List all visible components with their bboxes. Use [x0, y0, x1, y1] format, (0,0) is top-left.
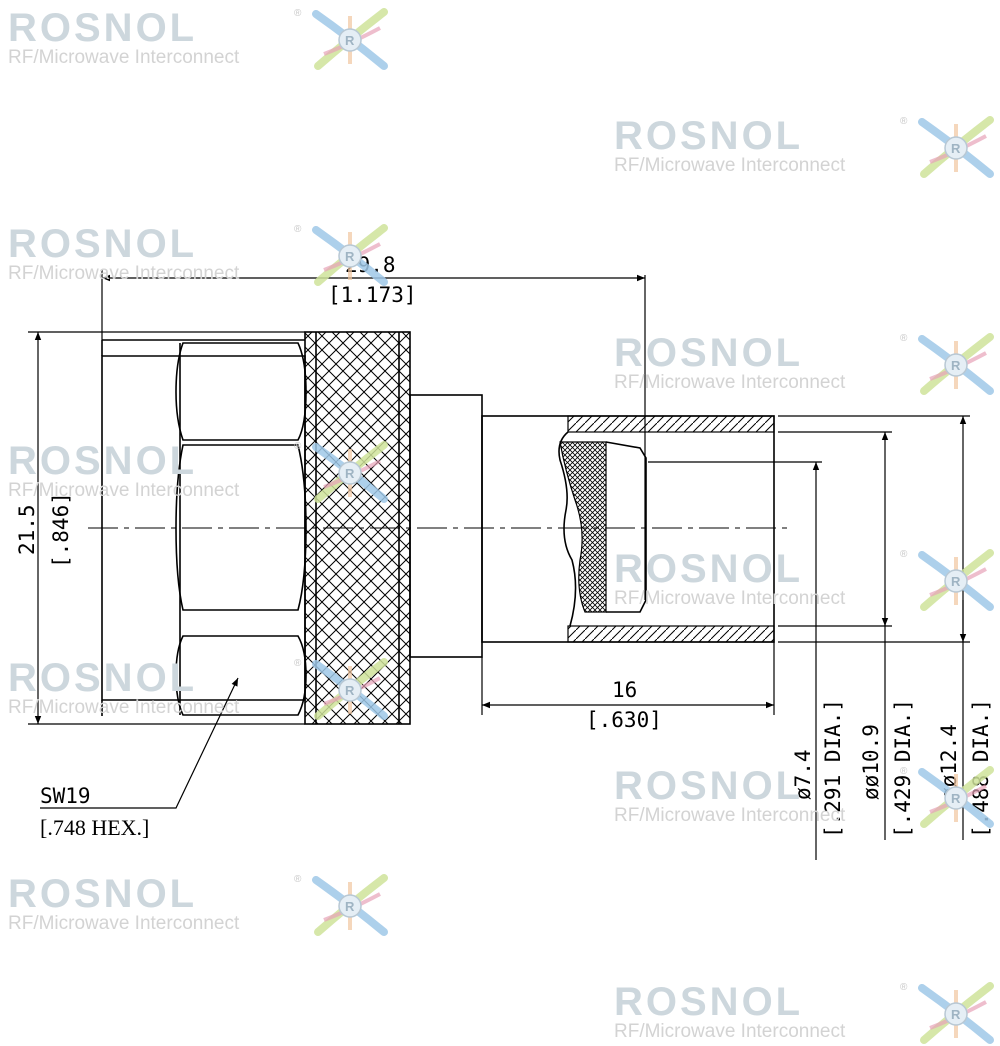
cable-length-in: [.630] [586, 708, 662, 732]
connector-drawing: 29.8 [1.173] 21.5 [.846] 16 [.630] SW19 … [15, 253, 993, 860]
svg-text:R: R [951, 1007, 961, 1022]
watermark-tagline: RF/Microwave Interconnect [614, 1021, 846, 1042]
dia-outer-in: [.488 DIA.] [969, 699, 993, 838]
dia-mid-mm: øø10.9 [859, 724, 883, 800]
length-in: [1.173] [328, 283, 417, 307]
hex-size-in: [.748 HEX.] [40, 815, 149, 840]
height-mm: 21.5 [15, 504, 39, 555]
neck [409, 394, 483, 658]
dia-inner-mm: ø7.4 [791, 749, 815, 800]
connector-body [88, 331, 790, 725]
dia-inner-in: [.291 DIA.] [821, 699, 845, 838]
cable-length-mm: 16 [612, 678, 637, 702]
hex-size: SW19 [40, 784, 91, 808]
cable-ferrule [481, 415, 775, 643]
dia-mid-in: [.429 DIA.] [891, 699, 915, 838]
dimension-text: 29.8 [1.173] 21.5 [.846] 16 [.630] SW19 … [15, 253, 993, 840]
hex-nut [175, 342, 307, 716]
length-mm: 29.8 [345, 253, 396, 277]
dia-outer-mm: øø12.4 [937, 724, 961, 800]
height-in: [.846] [49, 492, 73, 568]
